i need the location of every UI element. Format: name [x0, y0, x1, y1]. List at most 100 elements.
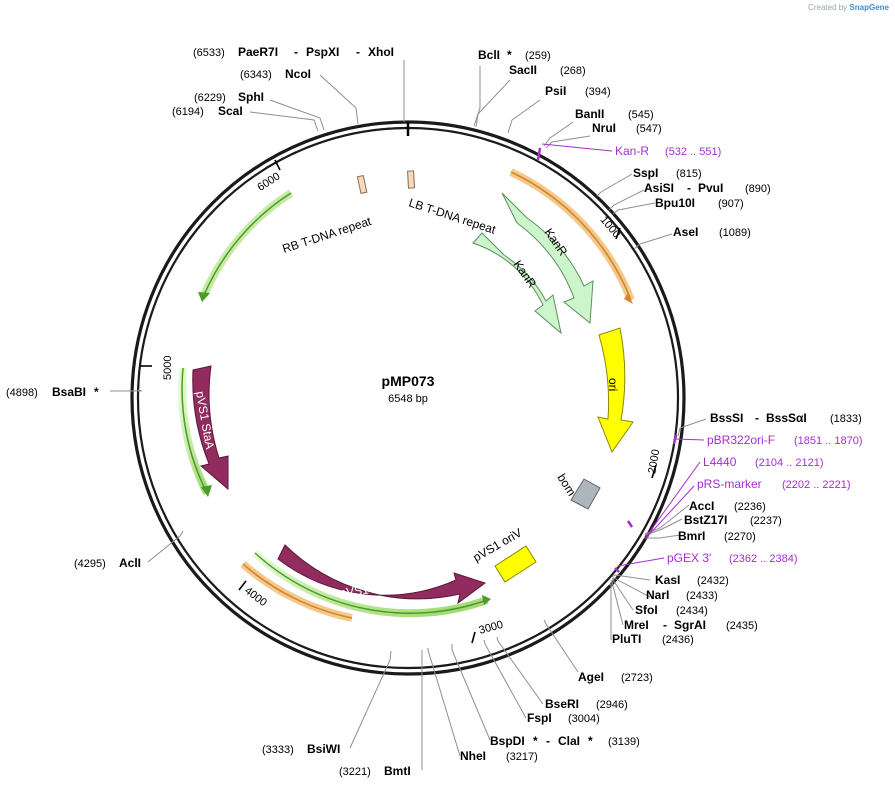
site-pos: (2432) [697, 575, 729, 587]
site-nhei: NheI (3217) [460, 749, 538, 763]
pvs1-oriv-box [494, 545, 537, 583]
site-name: KasI [655, 573, 680, 587]
kanr-arrow-inner [472, 232, 562, 335]
primer-kan-r: Kan-R (532 .. 551) [536, 143, 721, 161]
site-acli: (4295) AclI [74, 556, 141, 570]
svg-text:*: * [533, 734, 538, 748]
tick-label-6000: 6000 [255, 170, 282, 193]
orange-arrow-kan-upper-line [510, 171, 632, 301]
site-name: AclI [119, 556, 141, 570]
site-agei: AgeI (2723) [578, 670, 653, 684]
plasmid-name: pMP073 [382, 373, 435, 389]
site-pos: (4898) [6, 387, 38, 399]
site-pos: (3333) [262, 744, 294, 756]
rb-tdna-repeat-label: RB T-DNA repeat [281, 214, 374, 256]
green-arrowhead-bottom [482, 595, 491, 605]
site-name: PvuI [698, 181, 723, 195]
svg-text:*: * [94, 385, 99, 399]
site-asisi-pvui: AsiSI - PvuI (890) [644, 181, 771, 195]
svg-text:-: - [663, 618, 667, 632]
site-name: BssSI [710, 411, 743, 425]
site-name: SgrAI [674, 618, 706, 632]
site-bcli: BclI * (259) [478, 48, 551, 62]
site-pos: (259) [525, 50, 551, 62]
site-name: AsiSI [644, 181, 674, 195]
site-name: AseI [673, 225, 698, 239]
primers: Kan-R (532 .. 551) pBR322ori-F (1851 .. … [536, 143, 863, 573]
primer-l4440-name: L4440 [703, 455, 737, 469]
tick-5000: 5000 [140, 356, 174, 380]
site-pos: (2723) [621, 672, 653, 684]
site-name: PluTI [612, 632, 641, 646]
site-name: ScaI [218, 104, 243, 118]
svg-text:-: - [546, 734, 550, 748]
kanr-arrow-outer [501, 192, 594, 324]
site-pos: (907) [718, 198, 744, 210]
site-pos: (2434) [676, 605, 708, 617]
site-pos: (545) [628, 109, 654, 121]
green-arrow-top-left-line [203, 192, 292, 296]
site-kasi: KasI (2432) [655, 573, 729, 587]
site-sspi: SspI (815) [633, 166, 702, 180]
tick-label-2000: 2000 [646, 448, 662, 474]
site-pos: (3217) [506, 751, 538, 763]
site-pos: (1833) [830, 413, 862, 425]
site-nari: NarI (2433) [646, 588, 718, 602]
site-bsiwi: (3333) BsiWI [262, 742, 340, 756]
site-name: BclI [478, 48, 500, 62]
site-mrei-sgrai: MreI - SgrAI (2435) [624, 618, 758, 632]
primer-pgex-3-name: pGEX 3' [667, 551, 711, 565]
site-name: NheI [460, 749, 486, 763]
ori-label: ori [606, 378, 620, 391]
site-name: PsiI [545, 84, 566, 98]
site-name: BmtI [384, 764, 411, 778]
primer-l4440-range: (2104 .. 2121) [755, 457, 824, 469]
site-sacii: SacII (268) [509, 63, 586, 77]
site-name: BsaBI [52, 385, 86, 399]
site-name: BseRI [545, 697, 579, 711]
primer-prs-marker: pRS-marker (2202 .. 2221) [645, 477, 851, 539]
tick-label-4000: 4000 [242, 585, 269, 609]
primer-pbr322ori-f-range: (1851 .. 1870) [794, 435, 863, 447]
svg-text:-: - [687, 181, 691, 195]
site-pos: (6229) [194, 92, 226, 104]
pvs1-staa-arrow [192, 365, 229, 491]
svg-text:-: - [356, 45, 360, 59]
site-pos: (890) [745, 183, 771, 195]
watermark-brand: SnapGene [849, 3, 889, 12]
site-pos: (2236) [734, 501, 766, 513]
leader-lines [110, 60, 707, 770]
site-name: BsiWI [307, 742, 340, 756]
primer-prs-marker-name: pRS-marker [697, 477, 762, 491]
site-psii: PsiI (394) [545, 84, 611, 98]
svg-text:-: - [294, 45, 298, 59]
site-name: SfoI [635, 603, 658, 617]
site-name: AccI [689, 499, 714, 513]
site-bmri: BmrI (2270) [678, 529, 756, 543]
site-pos: (6194) [172, 106, 204, 118]
primer-l4440: L4440 (2104 .. 2121) [626, 455, 824, 538]
primer-pgex-3-range: (2362 .. 2384) [729, 553, 798, 565]
site-pos: (2237) [750, 515, 782, 527]
bom-box [570, 478, 601, 510]
site-name: FspI [527, 711, 552, 725]
site-pos: (2436) [662, 634, 694, 646]
primer-pgex-3: pGEX 3' (2362 .. 2384) [614, 551, 798, 573]
site-nrui: NruI (547) [592, 121, 662, 135]
site-bsabi: (4898) BsaBI * [6, 385, 99, 399]
site-bspdi-clai: BspDI * - ClaI * (3139) [490, 734, 640, 748]
site-name: NcoI [285, 67, 311, 81]
ori-arrow [597, 327, 634, 454]
site-name: SspI [633, 166, 658, 180]
primer-pbr322ori-f-name: pBR322ori-F [707, 433, 775, 447]
site-pos: (547) [636, 123, 662, 135]
site-name: SacII [509, 63, 537, 77]
orange-arrowhead-upper [624, 293, 633, 304]
lb-tdna-repeat-label: LB T-DNA repeat [407, 196, 498, 237]
lb-tdna-repeat-box [407, 170, 415, 189]
site-bstz17i: BstZ17I (2237) [684, 513, 782, 527]
site-bsssi-bsssai: BssSI - BssSαI (1833) [710, 411, 862, 425]
site-pos: (815) [676, 168, 702, 180]
site-pos: (1089) [719, 227, 751, 239]
